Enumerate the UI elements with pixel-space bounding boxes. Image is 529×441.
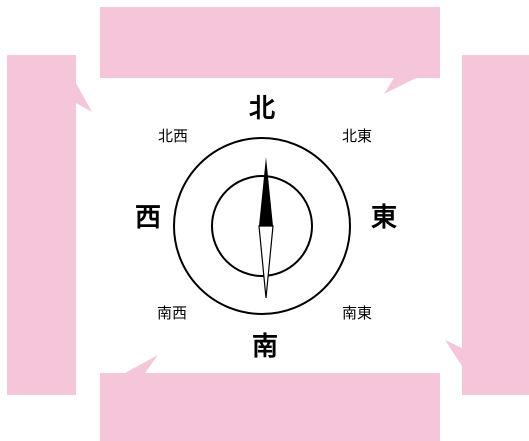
direction-north-label: 北 — [249, 94, 275, 124]
direction-east-label: 東 — [371, 203, 397, 233]
callout-left-box — [7, 55, 92, 395]
direction-southeast-label: 南東 — [342, 304, 372, 322]
callout-left — [7, 55, 92, 395]
direction-west-label: 西 — [135, 203, 161, 233]
callout-top-box — [100, 7, 440, 94]
callout-top — [100, 7, 440, 94]
compass-needle-south-half — [258, 225, 274, 299]
direction-south-label: 南 — [252, 332, 278, 362]
callout-bottom — [100, 355, 440, 441]
direction-southwest-label: 南西 — [157, 304, 187, 322]
callout-bottom-box — [100, 355, 440, 441]
callout-right — [445, 55, 529, 395]
compass-inner-ring — [211, 175, 313, 277]
direction-northwest-label: 北西 — [158, 127, 188, 145]
compass-needle-north-half — [259, 157, 273, 226]
direction-northeast-label: 北東 — [342, 127, 372, 145]
callout-right-box — [445, 55, 529, 395]
compass-outer-ring — [173, 137, 351, 315]
compass — [173, 137, 351, 315]
